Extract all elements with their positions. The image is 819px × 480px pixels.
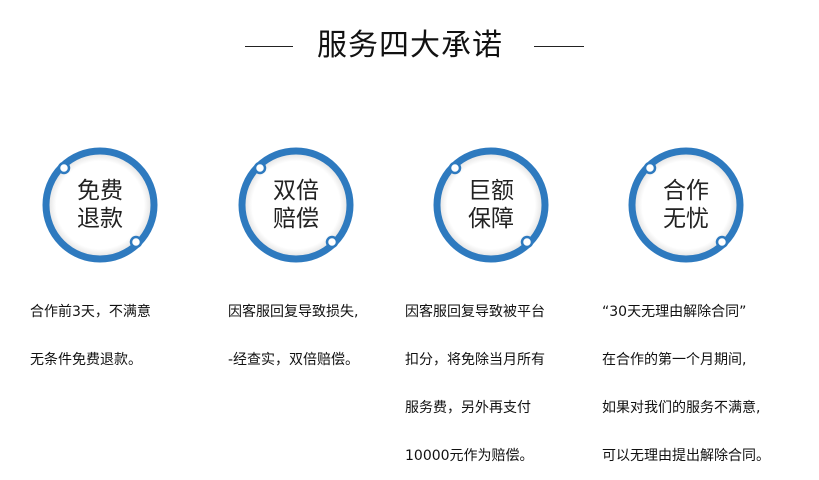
- promise-badge-double-compensation: 双倍 赔偿: [238, 147, 354, 263]
- promise-description: 因客服回复导致被平台 扣分，将免除当月所有 服务费，另外再支付 10000元作为…: [405, 304, 545, 464]
- title-divider-left: [245, 46, 293, 47]
- promise-badge-free-refund: 免费 退款: [42, 147, 158, 263]
- badge-label: 合作 无忧: [663, 178, 709, 232]
- ring-icon: [238, 147, 354, 263]
- title-divider-right: [534, 46, 584, 47]
- badge-label: 巨额 保障: [468, 178, 514, 232]
- promise-badge-worry-free: 合作 无忧: [628, 147, 744, 263]
- promise-description: “30天无理由解除合同” 在合作的第一个月期间, 如果对我们的服务不满意, 可以…: [602, 304, 770, 464]
- badge-label: 双倍 赔偿: [273, 178, 319, 232]
- promise-description: 因客服回复导致损失, -经查实，双倍赔偿。: [228, 304, 360, 368]
- ring-icon: [42, 147, 158, 263]
- ring-icon: [433, 147, 549, 263]
- promise-badge-large-guarantee: 巨额 保障: [433, 147, 549, 263]
- badge-label: 免费 退款: [77, 178, 123, 232]
- promise-description: 合作前3天，不满意 无条件免费退款。: [30, 304, 151, 368]
- section-title: 服务四大承诺: [317, 28, 503, 63]
- ring-icon: [628, 147, 744, 263]
- section-header: 服务四大承诺: [0, 24, 819, 68]
